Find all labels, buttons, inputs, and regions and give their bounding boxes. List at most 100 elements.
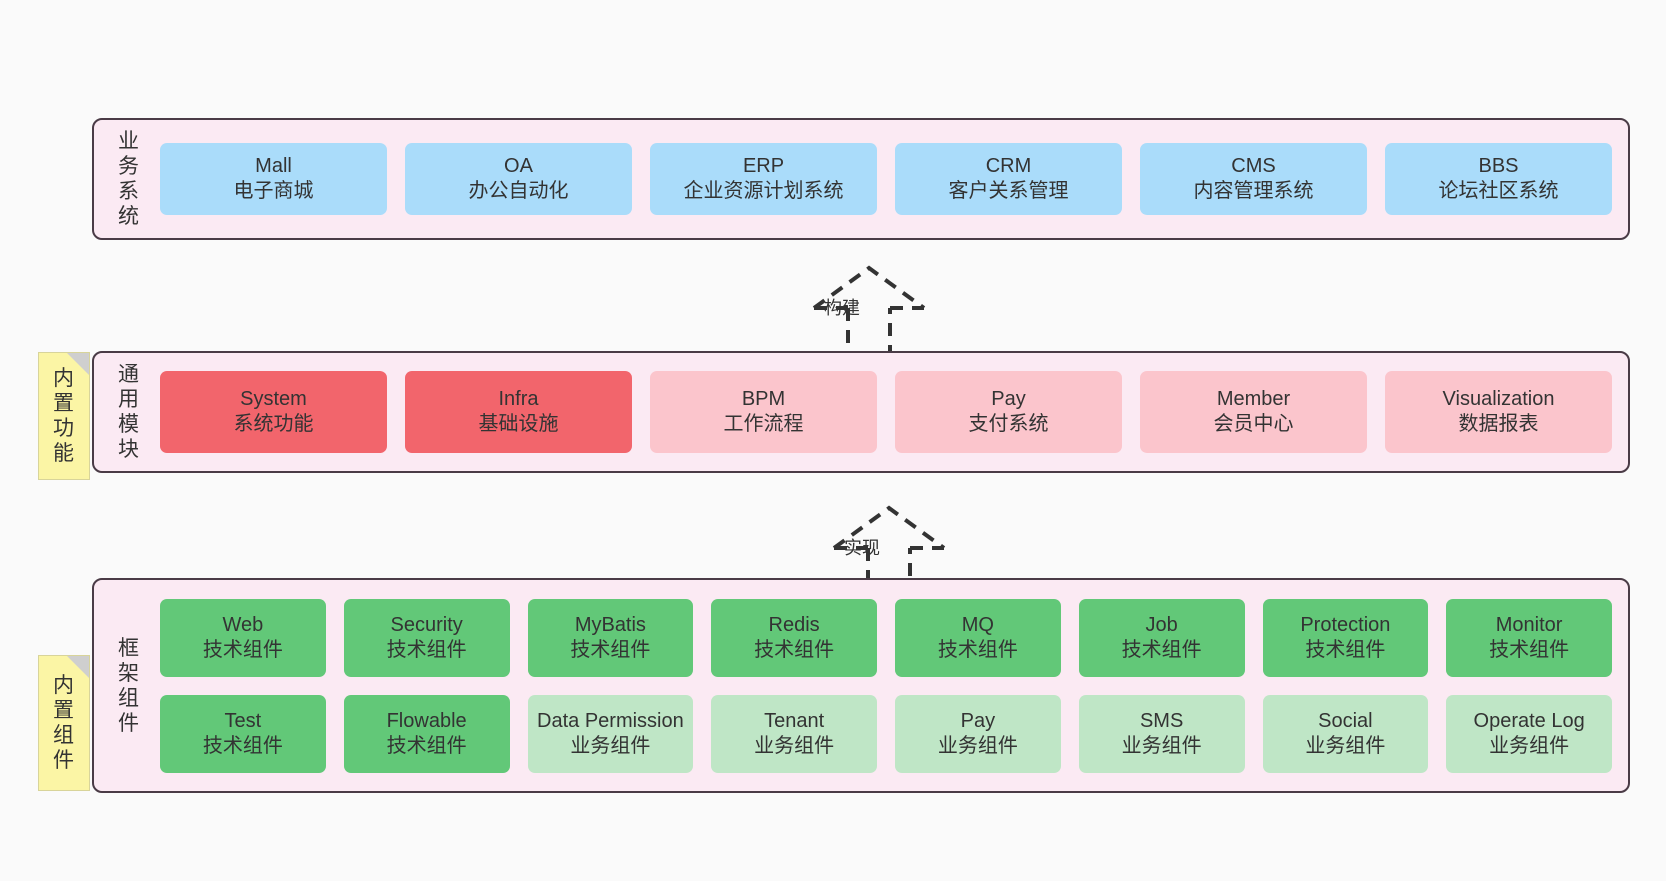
card-subtitle: 技术组件	[1121, 638, 1202, 661]
note-built-in-features[interactable]: 内置功能	[38, 352, 90, 480]
note-fold-corner-icon	[67, 353, 89, 375]
card-subtitle: 会员中心	[1213, 413, 1294, 435]
card-subtitle: 支付系统	[968, 413, 1049, 435]
layer-label-business: 业务系统	[118, 130, 140, 228]
arrow-impl-label: 实现	[844, 538, 880, 558]
card-erp[interactable]: ERP 企业资源计划系统	[650, 143, 877, 215]
card-title: Operate Log	[1473, 709, 1585, 732]
card-operate-log[interactable]: Operate Log 业务组件	[1446, 694, 1612, 773]
card-pay-business[interactable]: Pay 业务组件	[895, 694, 1061, 773]
card-subtitle: 客户关系管理	[948, 180, 1069, 202]
layer-framework-components[interactable]: 框架组件 Web 技术组件 Security 技术组件 MyBatis 技术组件…	[92, 578, 1630, 793]
card-subtitle: 业务组件	[1305, 734, 1386, 757]
card-title: MQ	[961, 613, 994, 636]
card-system[interactable]: System 系统功能	[160, 371, 387, 453]
card-title: Redis	[768, 613, 820, 636]
card-data-permission[interactable]: Data Permission 业务组件	[527, 694, 694, 773]
card-mybatis[interactable]: MyBatis 技术组件	[527, 598, 694, 677]
card-social[interactable]: Social 业务组件	[1262, 694, 1429, 773]
card-title: Data Permission	[537, 709, 684, 732]
card-infra[interactable]: Infra 基础设施	[405, 371, 632, 453]
card-title: Web	[222, 613, 264, 636]
card-title: Pay	[991, 388, 1026, 410]
card-title: Infra	[498, 388, 539, 410]
card-flowable[interactable]: Flowable 技术组件	[343, 694, 510, 773]
card-web[interactable]: Web 技术组件	[160, 598, 326, 677]
card-subtitle: 技术组件	[754, 638, 835, 661]
layer-common-modules[interactable]: 通用模块 System 系统功能 Infra 基础设施 BPM 工作流程 Pay…	[92, 351, 1630, 473]
card-subtitle: 技术组件	[386, 734, 467, 757]
card-title: Security	[390, 613, 463, 636]
card-title: Member	[1216, 388, 1291, 410]
card-subtitle: 技术组件	[386, 638, 467, 661]
card-subtitle: 电子商城	[233, 180, 314, 202]
layer-body-business: Mall 电子商城 OA 办公自动化 ERP 企业资源计划系统 CRM 客户关系…	[150, 143, 1628, 215]
card-title: System	[240, 388, 307, 410]
card-title: OA	[504, 155, 533, 177]
card-subtitle: 技术组件	[1305, 638, 1386, 661]
card-subtitle: 业务组件	[1121, 734, 1202, 757]
note-fold-corner-icon	[67, 656, 89, 678]
card-subtitle: 技术组件	[202, 734, 283, 757]
card-job[interactable]: Job 技术组件	[1078, 598, 1245, 677]
layer-label-common: 通用模块	[118, 363, 140, 461]
card-crm[interactable]: CRM 客户关系管理	[895, 143, 1122, 215]
layer-body-common: System 系统功能 Infra 基础设施 BPM 工作流程 Pay 支付系统…	[150, 371, 1628, 453]
card-subtitle: 业务组件	[754, 734, 835, 757]
card-subtitle: 内容管理系统	[1193, 180, 1314, 202]
card-subtitle: 论坛社区系统	[1438, 180, 1559, 202]
card-title: ERP	[742, 155, 785, 177]
card-title: Job	[1145, 613, 1178, 636]
card-row: System 系统功能 Infra 基础设施 BPM 工作流程 Pay 支付系统…	[160, 371, 1612, 453]
card-bpm[interactable]: BPM 工作流程	[650, 371, 877, 453]
card-subtitle: 基础设施	[478, 413, 559, 435]
card-redis[interactable]: Redis 技术组件	[711, 598, 877, 677]
card-pay[interactable]: Pay 支付系统	[895, 371, 1122, 453]
card-subtitle: 办公自动化	[468, 180, 569, 202]
card-subtitle: 系统功能	[233, 413, 314, 435]
card-subtitle: 数据报表	[1458, 413, 1539, 435]
card-title: SMS	[1139, 709, 1184, 732]
card-mq[interactable]: MQ 技术组件	[895, 598, 1061, 677]
arrow-build-label: 构建	[824, 298, 860, 318]
layer-label-framework: 框架组件	[118, 636, 140, 735]
card-security[interactable]: Security 技术组件	[343, 598, 510, 677]
arrow-build-generalization: 构建	[800, 262, 946, 362]
note-label: 内置功能	[53, 367, 75, 465]
card-test[interactable]: Test 技术组件	[160, 694, 326, 773]
card-mall[interactable]: Mall 电子商城	[160, 143, 387, 215]
card-title: BBS	[1478, 155, 1519, 177]
card-cms[interactable]: CMS 内容管理系统	[1140, 143, 1367, 215]
card-subtitle: 工作流程	[723, 413, 804, 435]
card-title: Social	[1318, 709, 1373, 732]
card-visualization[interactable]: Visualization 数据报表	[1385, 371, 1612, 453]
card-title: Visualization	[1442, 388, 1555, 410]
card-row: Test 技术组件 Flowable 技术组件 Data Permission …	[160, 694, 1612, 773]
card-row: Web 技术组件 Security 技术组件 MyBatis 技术组件 Redi…	[160, 598, 1612, 677]
card-bbs[interactable]: BBS 论坛社区系统	[1385, 143, 1612, 215]
card-subtitle: 业务组件	[1489, 734, 1570, 757]
layer-business-systems[interactable]: 业务系统 Mall 电子商城 OA 办公自动化 ERP 企业资源计划系统 CRM…	[92, 118, 1630, 240]
card-protection[interactable]: Protection 技术组件	[1262, 598, 1429, 677]
card-title: Pay	[960, 709, 996, 732]
card-tenant[interactable]: Tenant 业务组件	[711, 694, 877, 773]
card-subtitle: 企业资源计划系统	[683, 180, 844, 202]
card-subtitle: 技术组件	[202, 638, 283, 661]
card-subtitle: 技术组件	[1489, 638, 1570, 661]
card-title: Flowable	[386, 709, 467, 732]
note-built-in-components[interactable]: 内置组件	[38, 655, 90, 791]
card-subtitle: 业务组件	[570, 734, 651, 757]
card-title: BPM	[741, 388, 786, 410]
card-subtitle: 业务组件	[937, 734, 1018, 757]
card-oa[interactable]: OA 办公自动化	[405, 143, 632, 215]
card-monitor[interactable]: Monitor 技术组件	[1446, 598, 1612, 677]
card-title: Tenant	[764, 709, 825, 732]
layer-body-framework: Web 技术组件 Security 技术组件 MyBatis 技术组件 Redi…	[150, 598, 1628, 773]
card-sms[interactable]: SMS 业务组件	[1078, 694, 1245, 773]
card-subtitle: 技术组件	[570, 638, 651, 661]
card-title: Test	[224, 709, 262, 732]
card-title: CMS	[1231, 155, 1276, 177]
card-member[interactable]: Member 会员中心	[1140, 371, 1367, 453]
card-subtitle: 技术组件	[937, 638, 1018, 661]
